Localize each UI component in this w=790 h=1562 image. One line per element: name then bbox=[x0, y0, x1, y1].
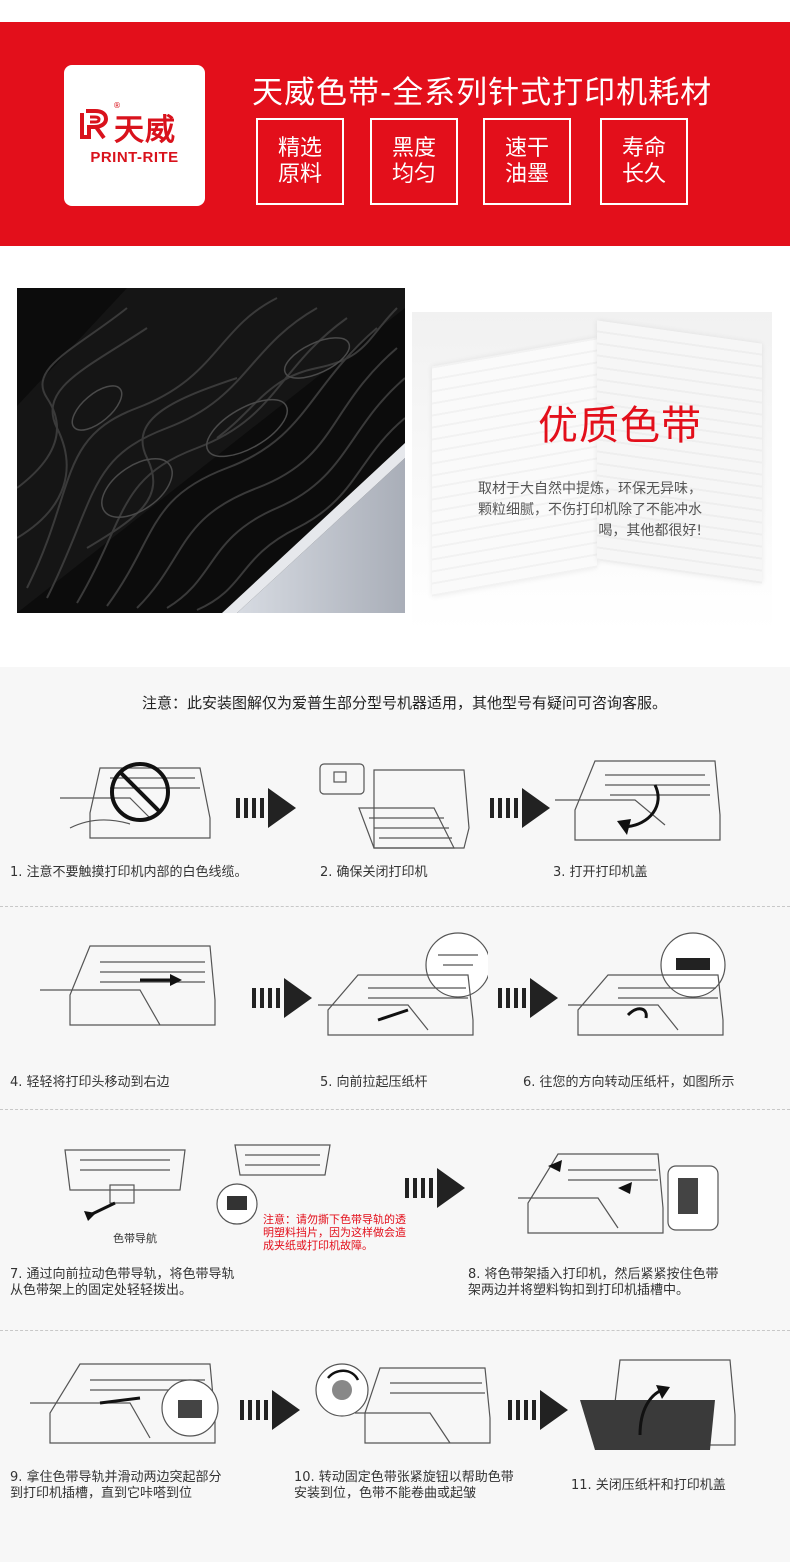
quality-line: 喝，其他都很好! bbox=[598, 523, 702, 539]
arrow-right-icon bbox=[236, 788, 296, 828]
quality-line: 取材于大自然中提炼，环保无异味， bbox=[478, 481, 702, 497]
step-3-label: 3. 打开打印机盖 bbox=[553, 865, 648, 881]
step-11-illustration bbox=[580, 1359, 736, 1450]
feature-badge-quick-dry: 速干 油墨 bbox=[483, 118, 571, 205]
arrow-right-icon bbox=[508, 1390, 568, 1430]
step-11-label: 11. 关闭压纸杆和打印机盖 bbox=[571, 1478, 726, 1494]
step-text: 7. 通过向前拉动色带导轨，将色带导轨 bbox=[10, 1267, 235, 1282]
arrow-right-icon bbox=[252, 978, 312, 1018]
step-text: 3. 打开打印机盖 bbox=[553, 865, 648, 880]
step-7-detail-illustration bbox=[216, 1144, 331, 1225]
step-9-label: 9. 拿住色带导轨并滑动两边突起部分 到打印机插槽，直到它咔嗒到位 bbox=[10, 1470, 222, 1502]
feature-line: 均匀 bbox=[391, 162, 436, 187]
ribbon-guide-warning: 注意：请勿撕下色带导轨的透 明塑料挡片，因为这样做会造 成夹纸或打印机故障。 bbox=[263, 1213, 428, 1252]
step-text: 9. 拿住色带导轨并滑动两边突起部分 bbox=[10, 1470, 222, 1485]
step-text: 到打印机插槽，直到它咔嗒到位 bbox=[10, 1486, 193, 1501]
step-9-illustration bbox=[30, 1363, 219, 1444]
step-text: 安装到位，色带不能卷曲或起皱 bbox=[294, 1486, 477, 1501]
arrow-right-icon bbox=[490, 788, 550, 828]
arrow-right-icon bbox=[240, 1390, 300, 1430]
ribbon-product-photo bbox=[17, 288, 405, 613]
ribbon-illustration bbox=[17, 288, 405, 613]
installation-notice: 注意：此安装图解仅为爱普生部分型号机器适用，其他型号有疑问可咨询客服。 bbox=[142, 694, 668, 712]
step-text: 4. 轻轻将打印头移动到右边 bbox=[10, 1075, 170, 1090]
step-text: 架两边并将塑料钩扣到打印机插槽中。 bbox=[468, 1283, 690, 1298]
step-5-label: 5. 向前拉起压纸杆 bbox=[320, 1075, 428, 1091]
step-2-illustration bbox=[319, 763, 470, 849]
step-4-illustration bbox=[40, 945, 216, 1026]
ribbon-guide-caption: 色带导航 bbox=[113, 1232, 157, 1245]
callout-line: 成夹纸或打印机故障。 bbox=[263, 1239, 373, 1252]
feature-line: 速干 bbox=[504, 136, 549, 161]
step-text: 11. 关闭压纸杆和打印机盖 bbox=[571, 1478, 726, 1493]
step-6-label: 6. 往您的方向转动压纸杆，如图所示 bbox=[523, 1075, 735, 1091]
step-5-illustration bbox=[318, 932, 488, 1036]
quality-description: 取材于大自然中提炼，环保无异味， 颗粒细腻，不伤打印机除了不能冲水 喝，其他都很… bbox=[428, 479, 702, 542]
step-8-label: 8. 将色带架插入打印机，然后紧紧按住色带 架两边并将塑料钩扣到打印机插槽中。 bbox=[468, 1267, 719, 1299]
step-text: 1. 注意不要触摸打印机内部的白色线缆。 bbox=[10, 865, 248, 880]
arrow-right-icon bbox=[498, 978, 558, 1018]
banner-title: 天威色带-全系列针式打印机耗材 bbox=[252, 75, 713, 111]
step-10-label: 10. 转动固定色带张紧旋钮以帮助色带 安装到位，色带不能卷曲或起皱 bbox=[294, 1470, 514, 1502]
logo-cn-text: 天威 bbox=[114, 113, 176, 148]
step-text: 10. 转动固定色带张紧旋钮以帮助色带 bbox=[294, 1470, 514, 1485]
step-7-label: 7. 通过向前拉动色带导轨，将色带导轨 从色带架上的固定处轻轻拨出。 bbox=[10, 1267, 235, 1299]
step-text: 从色带架上的固定处轻轻拨出。 bbox=[10, 1283, 193, 1298]
header-banner: ® 天威 PRINT-RITE 天威色带-全系列针式打印机耗材 精选 原料 黑度… bbox=[0, 22, 790, 246]
feature-line: 原料 bbox=[277, 162, 322, 187]
feature-line: 寿命 bbox=[621, 136, 666, 161]
quality-line: 颗粒细腻，不伤打印机除了不能冲水 bbox=[478, 502, 702, 518]
quality-title: 优质色带 bbox=[538, 403, 702, 449]
feature-line: 精选 bbox=[277, 136, 322, 161]
step-1-label: 1. 注意不要触摸打印机内部的白色线缆。 bbox=[10, 865, 248, 881]
book-page-right bbox=[597, 320, 762, 584]
feature-badge-blackness: 黑度 均匀 bbox=[370, 118, 458, 205]
callout-line: 明塑料挡片，因为这样做会造 bbox=[263, 1226, 406, 1239]
logo-en-text: PRINT-RITE bbox=[90, 149, 179, 166]
step-text: 2. 确保关闭打印机 bbox=[320, 865, 428, 880]
step-3-illustration bbox=[555, 760, 721, 841]
step-text: 5. 向前拉起压纸杆 bbox=[320, 1075, 428, 1090]
section-divider bbox=[0, 1109, 790, 1110]
step-text: 8. 将色带架插入打印机，然后紧紧按住色带 bbox=[468, 1267, 719, 1282]
logo-mark-icon bbox=[80, 109, 109, 140]
book-page-left bbox=[432, 337, 597, 597]
brand-logo: ® 天威 PRINT-RITE bbox=[64, 65, 205, 206]
feature-badge-long-life: 寿命 长久 bbox=[600, 118, 688, 205]
step-1-illustration bbox=[60, 762, 211, 839]
feature-line: 油墨 bbox=[504, 162, 549, 187]
step-2-label: 2. 确保关闭打印机 bbox=[320, 865, 428, 881]
logo-registered-mark: ® bbox=[113, 101, 121, 110]
step-10-illustration bbox=[315, 1363, 491, 1444]
feature-line: 黑度 bbox=[391, 136, 436, 161]
section-divider bbox=[0, 906, 790, 907]
open-book-background bbox=[412, 312, 772, 632]
step-6-illustration bbox=[568, 932, 726, 1036]
step-8-illustration bbox=[518, 1153, 719, 1234]
arrow-right-icon bbox=[405, 1168, 465, 1208]
feature-line: 长久 bbox=[621, 162, 666, 187]
step-4-label: 4. 轻轻将打印头移动到右边 bbox=[10, 1075, 170, 1091]
step-7-cartridge-illustration bbox=[64, 1149, 186, 1221]
section-divider bbox=[0, 1330, 790, 1331]
feature-badge-materials: 精选 原料 bbox=[256, 118, 344, 205]
step-text: 6. 往您的方向转动压纸杆，如图所示 bbox=[523, 1075, 735, 1090]
callout-line: 注意：请勿撕下色带导轨的透 bbox=[263, 1213, 406, 1226]
